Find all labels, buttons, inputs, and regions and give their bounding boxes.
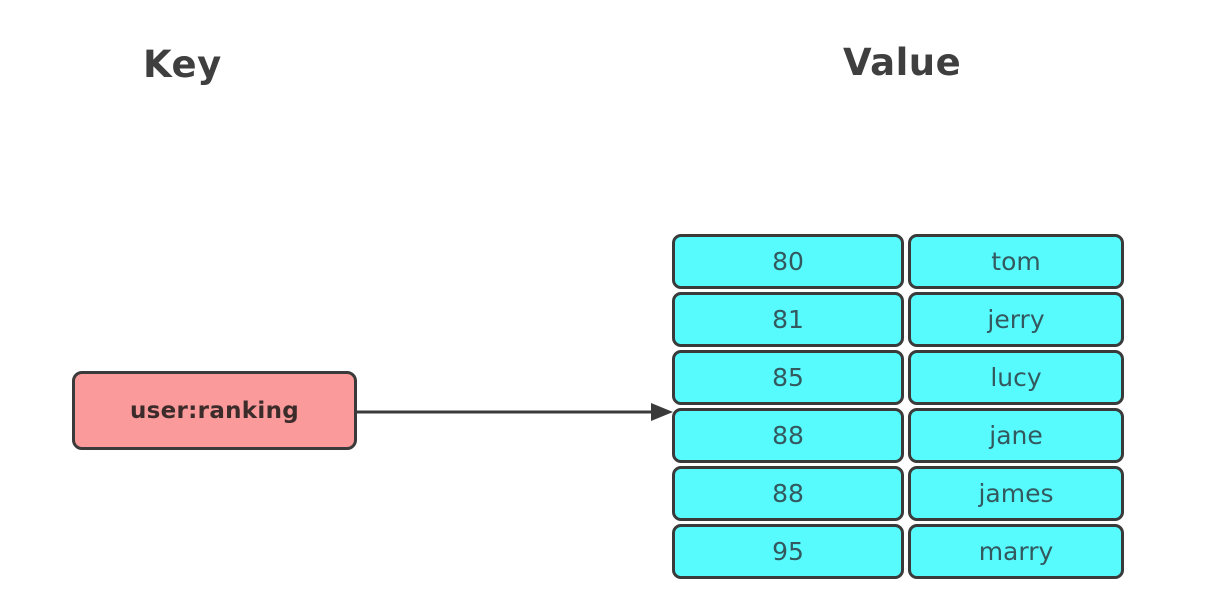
key-column-heading: Key	[143, 43, 222, 86]
member-cell: jane	[908, 408, 1124, 463]
value-column-heading: Value	[843, 41, 962, 84]
score-cell: 81	[672, 292, 904, 347]
score-cell: 85	[672, 350, 904, 405]
key-to-value-arrow	[357, 403, 673, 421]
score-cell: 88	[672, 408, 904, 463]
member-cell: james	[908, 466, 1124, 521]
score-cell: 95	[672, 524, 904, 579]
score-cell: 80	[672, 234, 904, 289]
member-cell: marry	[908, 524, 1124, 579]
member-cell: tom	[908, 234, 1124, 289]
member-cell: jerry	[908, 292, 1124, 347]
score-cell: 88	[672, 466, 904, 521]
key-box-label: user:ranking	[129, 397, 300, 424]
key-box: user:ranking	[72, 371, 357, 450]
member-cell: lucy	[908, 350, 1124, 405]
